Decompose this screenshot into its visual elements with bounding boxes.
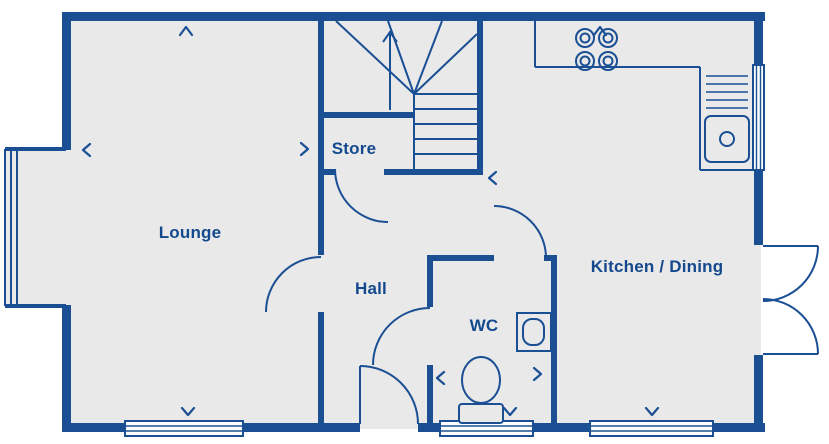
bay-window — [4, 147, 66, 308]
kitchen-door-arc — [493, 205, 547, 259]
french-door-bottom-arc — [762, 298, 819, 355]
room-label-kitchen: Kitchen / Dining — [590, 257, 724, 276]
floor-area — [6, 16, 761, 429]
chevron-left-icon — [487, 170, 498, 186]
window-kitchen — [589, 420, 714, 437]
walls — [62, 12, 765, 432]
chevron-up-icon — [178, 25, 194, 37]
chevron-left-icon — [435, 370, 446, 386]
store-door-arc — [334, 168, 389, 223]
kitchen-sink-icon — [704, 75, 750, 163]
chevron-right-icon — [299, 141, 310, 157]
chevron-down-icon — [180, 406, 196, 417]
kitchen-counter — [534, 21, 754, 171]
chevron-markers — [81, 25, 660, 417]
chevron-right-icon — [532, 366, 543, 382]
chevron-up-icon — [592, 25, 608, 37]
front-door-arc — [359, 365, 419, 425]
toilet-icon — [458, 356, 504, 424]
french-door-top-arc — [762, 245, 819, 302]
stair-winders — [335, 20, 478, 95]
room-label-hall: Hall — [355, 279, 387, 298]
hob-icon — [575, 28, 618, 71]
door-swings — [265, 168, 819, 425]
wc-door-arc — [372, 307, 431, 366]
stairs — [335, 20, 478, 169]
window-lounge — [124, 420, 244, 437]
chevron-down-icon — [644, 406, 660, 417]
lounge-door-arc — [265, 256, 322, 313]
room-label-wc: WC — [469, 316, 499, 335]
chevron-down-icon — [502, 406, 518, 417]
chevron-left-icon — [81, 142, 92, 158]
window-right — [752, 64, 765, 171]
stair-up-arrowhead-icon — [382, 30, 398, 43]
room-label-store: Store — [331, 139, 377, 158]
room-label-lounge: Lounge — [158, 223, 222, 242]
wc-basin-icon — [516, 312, 552, 352]
stair-treads — [414, 93, 477, 155]
